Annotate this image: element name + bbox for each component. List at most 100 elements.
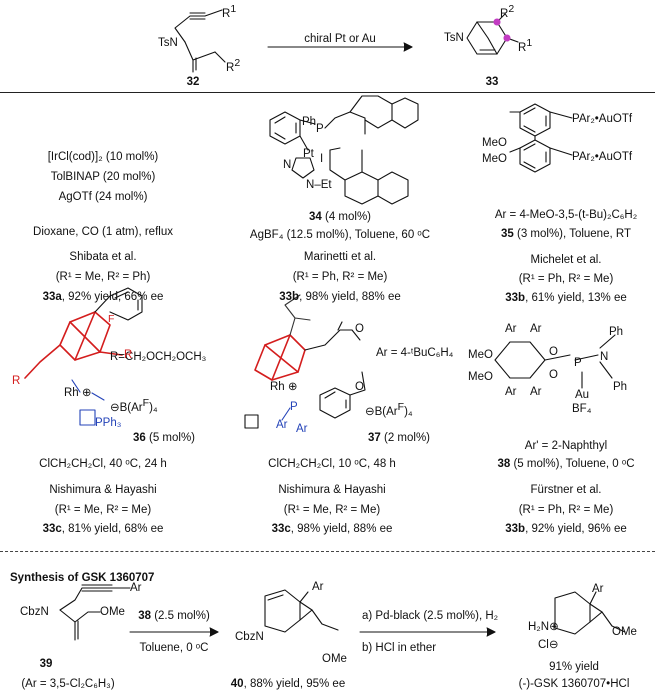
michelet-catalyst: 35 (3 mol%), Toluene, RT: [501, 228, 631, 240]
nishimura2-ar1: Ar: [276, 419, 288, 431]
nishimura2-conditions: ClCH₂CH₂Cl, 10 ᵒC, 48 h: [268, 458, 396, 470]
furstner-ph2: Ph: [613, 381, 628, 393]
gsk-prod-ome: OMe: [612, 626, 637, 638]
furstner-author: Fürstner et al.: [530, 484, 602, 496]
furstner-o2: O: [549, 369, 558, 381]
scheme-r2: R2: [226, 57, 241, 74]
marinetti-conditions: AgBF₄ (12.5 mol%), Toluene, 60 ᵒC: [249, 229, 431, 241]
nishimura2-rh: Rh ⊕: [270, 381, 298, 393]
compound-label-32: 32: [186, 76, 200, 88]
gsk-label-39: 39: [39, 658, 53, 670]
nishimura1-r-right: R: [124, 349, 133, 361]
arrow-reagent-label: chiral Pt or Au: [304, 33, 376, 45]
gsk-product-name: (-)-GSK 1360707•HCl: [518, 678, 630, 690]
scheme-r1: R1: [222, 3, 237, 20]
marinetti-result: 33b, 98% yield, 88% ee: [279, 291, 401, 303]
gsk-step2a: a) Pd-black (2.5 mol%), H₂: [362, 610, 499, 622]
catalyst-36-structure: [24, 287, 143, 426]
furstner-au: Au: [575, 389, 590, 401]
furstner-o1: O: [549, 346, 558, 358]
michelet-p1: PAr₂•AuOTf: [572, 113, 633, 125]
shibata-result: 33a, 92% yield, 66% ee: [42, 291, 164, 303]
nishimura2-p: P: [290, 401, 298, 413]
gsk-40-structure: [264, 589, 339, 633]
gsk40-cbzn: CbzN: [235, 631, 264, 643]
nishimura1-r-left: R: [12, 375, 21, 387]
product-33-structure: [466, 13, 519, 55]
furstner-meo2: MeO: [468, 371, 493, 383]
furstner-ph1: Ph: [609, 326, 624, 338]
shibata-author: Shibata et al.: [69, 251, 137, 263]
furstner-substituents: (R¹ = Ph, R² = Me): [518, 504, 614, 516]
nishimura1-f-top: F: [108, 313, 115, 325]
dashed-divider: [0, 551, 655, 552]
nishimura2-result: 33c, 98% yield, 88% ee: [271, 523, 393, 535]
gsk-step2b: b) HCl in ether: [362, 642, 437, 654]
gsk39-ome: OMe: [100, 606, 125, 618]
nishimura1-r-def: R=CH₂OCH₂OCH₃: [110, 351, 207, 363]
michelet-result: 33b, 61% yield, 13% ee: [505, 292, 627, 304]
michelet-substituents: (R¹ = Ph, R² = Me): [518, 273, 614, 285]
gsk-prod-h2n: H₂N⊕: [528, 621, 559, 633]
marinetti-ph: Ph: [302, 116, 317, 128]
nishimura2-substituents: (R¹ = Me, R² = Me): [283, 504, 381, 516]
furstner-n: N: [600, 351, 609, 363]
catalyst-38-structure: [494, 334, 616, 389]
furstner-bf4: BF₄: [572, 403, 592, 415]
michelet-author: Michelet et al.: [530, 254, 602, 266]
substrate-32-structure: [174, 9, 226, 73]
shibata-substituents: (R¹ = Me, R² = Ph): [55, 271, 151, 283]
top-divider: [0, 92, 655, 93]
nishimura1-result: 33c, 81% yield, 68% ee: [42, 523, 164, 535]
gsk-prod-cl: Cl⊖: [538, 639, 559, 651]
shibata-line3: AgOTf (24 mol%): [58, 191, 148, 203]
michelet-meo1: MeO: [482, 137, 507, 149]
gsk-39-structure: [59, 584, 131, 641]
catalyst-37-structure: [244, 294, 366, 429]
marinetti-n1: N: [283, 159, 292, 171]
furstner-ar-def: Ar' = 2-Naphthyl: [524, 440, 608, 452]
gsk-step1-conditions: Toluene, 0 ᵒC: [139, 642, 209, 654]
scheme-tsn-32: TsN: [158, 37, 178, 49]
shibata-line2: TolBINAP (20 mol%): [50, 171, 156, 183]
catalyst-34-structure: [269, 95, 419, 205]
shibata-line1: [IrCl(cod)]₂ (10 mol%): [47, 151, 159, 163]
nishimura1-conditions: ClCH₂CH₂Cl, 40 ᵒC, 24 h: [39, 458, 167, 470]
gsk-heading: Synthesis of GSK 1360707: [10, 572, 155, 584]
marinetti-substituents: (R¹ = Ph, R² = Me): [292, 271, 388, 283]
nishimura1-substituents: (R¹ = Me, R² = Me): [54, 504, 152, 516]
marinetti-i: I: [320, 153, 324, 165]
furstner-catalyst: 38 (5 mol%), Toluene, 0 ᵒC: [497, 458, 635, 470]
nishimura1-pph3: PPh₃: [95, 417, 122, 429]
marinetti-catalyst: 34 (4 mol%): [309, 211, 371, 223]
marinetti-p: P: [316, 123, 324, 135]
gsk40-ome: OMe: [322, 653, 347, 665]
nishimura1-barf: ⊖B(ArF)₄: [110, 397, 158, 414]
marinetti-n2: N–Et: [306, 179, 332, 191]
gsk-yield: 91% yield: [549, 661, 599, 673]
gsk40-ar: Ar: [312, 581, 324, 593]
marinetti-author: Marinetti et al.: [303, 251, 377, 263]
furstner-meo1: MeO: [468, 349, 493, 361]
gsk-product-structure: [554, 591, 626, 635]
scheme-r1-33: R1: [518, 37, 533, 54]
compound-label-33: 33: [485, 76, 499, 88]
nishimura2-ar2: Ar: [296, 423, 308, 435]
michelet-ar-def: Ar = 4-MeO-3,5-(t-Bu)₂C₆H₂: [494, 209, 638, 221]
nishimura2-author: Nishimura & Hayashi: [278, 484, 386, 496]
gsk-prod-ar: Ar: [592, 583, 604, 595]
furstner-ar-br: Ar: [530, 386, 542, 398]
nishimura1-rh: Rh ⊕: [64, 387, 92, 399]
nishimura2-o: O: [355, 323, 364, 335]
scheme-r2-33: R2: [500, 3, 515, 20]
michelet-meo2: MeO: [482, 153, 507, 165]
marinetti-pt: Pt: [303, 148, 314, 160]
nishimura2-catalyst: 37 (2 mol%): [368, 432, 430, 444]
michelet-p2: PAr₂•AuOTf: [572, 151, 633, 163]
furstner-ar-tl: Ar: [505, 323, 517, 335]
nishimura2-o-ring: O: [355, 381, 364, 393]
gsk-label-40: 40, 88% yield, 95% ee: [230, 678, 346, 690]
gsk39-cbzn: CbzN: [20, 606, 49, 618]
furstner-ar-tr: Ar: [530, 323, 542, 335]
